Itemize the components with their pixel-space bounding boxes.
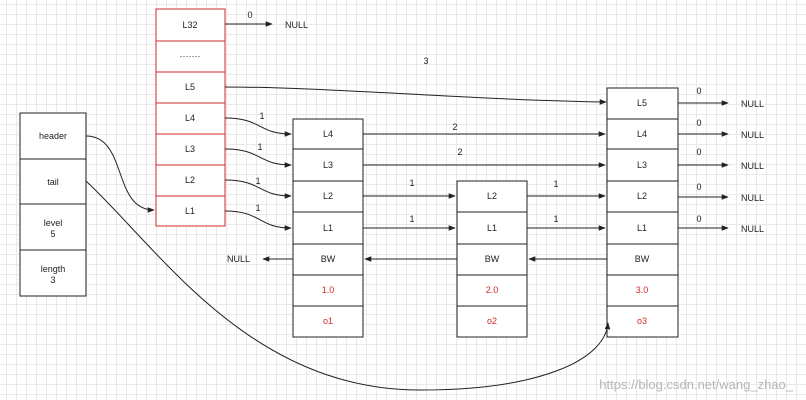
length-field-value: 3	[50, 275, 55, 285]
span-label: 1	[255, 176, 260, 186]
span-label: 0	[696, 118, 701, 128]
node-o2-level-l1	[456, 211, 528, 245]
null-label: NULL	[741, 161, 764, 171]
node-o3-level-l1	[606, 211, 679, 245]
zskiplist-struct: header tail level 5 length 3	[19, 112, 87, 297]
span-label: 1	[553, 179, 558, 189]
span-label: 3	[423, 56, 428, 66]
obj-value: o3	[637, 316, 647, 326]
header-node: L32 ······· L5 L4 L3 L2 L1	[155, 8, 226, 227]
span-label: 1	[553, 214, 558, 224]
forward-arrow-l4	[224, 117, 292, 137]
header-level-l32	[155, 8, 226, 42]
header-level-label: L4	[185, 113, 195, 123]
level-label: L4	[323, 129, 333, 139]
score-value: 2.0	[486, 285, 499, 295]
node-o1-level-l3	[292, 148, 364, 182]
level-label: L2	[637, 191, 647, 201]
node-o3-level-l3	[606, 148, 679, 182]
forward-arrow-l5	[224, 86, 607, 105]
node-o3-level-l2	[606, 180, 679, 213]
span-label: 0	[247, 10, 252, 20]
node-o1-level-l4	[292, 118, 364, 150]
level-label: L2	[323, 191, 333, 201]
span-label: 0	[696, 182, 701, 192]
node-o3-score-cell	[606, 274, 679, 307]
null-label: NULL	[741, 224, 764, 234]
node-o3: L5 L4 L3 L2 L1 BW 3.0 o3	[606, 87, 679, 338]
span-label: 2	[457, 147, 462, 157]
node-o3-level-l5	[606, 87, 679, 120]
length-field-label: length	[41, 264, 66, 274]
span-label: 0	[696, 147, 701, 157]
header-level-l1	[155, 195, 226, 227]
score-value: 3.0	[636, 285, 649, 295]
header-field-label: header	[39, 131, 67, 141]
null-label: NULL	[741, 99, 764, 109]
header-level-label: L1	[185, 206, 195, 216]
obj-value: o2	[487, 316, 497, 326]
node-o2-level-l2	[456, 180, 528, 213]
header-level-label: L5	[185, 82, 195, 92]
header-level-label: L32	[182, 20, 197, 30]
level-label: L1	[487, 223, 497, 233]
level-label: L1	[323, 223, 333, 233]
null-label: NULL	[741, 130, 764, 140]
span-label: 0	[696, 86, 701, 96]
node-o2-obj-cell	[456, 305, 528, 338]
node-o1-level-l1	[292, 211, 364, 245]
tail-pointer-arrow	[85, 180, 611, 391]
backward-label: BW	[635, 254, 650, 264]
span-label: 1	[409, 214, 414, 224]
obj-value: o1	[323, 316, 333, 326]
node-o1-obj-cell	[292, 305, 364, 338]
header-level-label: ·······	[180, 51, 201, 61]
span-label: 1	[255, 203, 260, 213]
level-label: L3	[637, 160, 647, 170]
level-label: L1	[637, 223, 647, 233]
level-label: L2	[487, 191, 497, 201]
header-level-ellipsis	[155, 40, 226, 73]
span-label: 1	[409, 178, 414, 188]
node-o3-backward	[606, 243, 679, 276]
node-o2: L2 L1 BW 2.0 o2	[456, 180, 528, 338]
level-label: L4	[637, 129, 647, 139]
level-field-value: 5	[50, 229, 55, 239]
null-label: NULL	[741, 193, 764, 203]
node-o2-backward	[456, 243, 528, 276]
header-level-label: L3	[185, 144, 195, 154]
score-value: 1.0	[322, 285, 335, 295]
header-pointer-arrow	[85, 135, 155, 213]
level-label: L5	[637, 98, 647, 108]
node-o2-score-cell	[456, 274, 528, 307]
span-label: 1	[257, 142, 262, 152]
node-o3-obj-cell	[606, 305, 679, 338]
null-label: NULL	[227, 254, 250, 264]
watermark-text: https://blog.csdn.net/wang_zhao_	[599, 377, 793, 392]
level-field-label: level	[44, 218, 63, 228]
node-o1: L4 L3 L2 L1 BW 1.0 o1	[292, 118, 364, 338]
forward-arrow-l3	[224, 148, 292, 168]
forward-arrow-l1	[224, 210, 292, 231]
span-label: 2	[452, 122, 457, 132]
node-o3-level-l4	[606, 118, 679, 150]
forward-arrow-l2	[224, 179, 292, 199]
node-o1-score-cell	[292, 274, 364, 307]
header-level-label: L2	[185, 175, 195, 185]
tail-field-label: tail	[47, 177, 59, 187]
backward-label: BW	[485, 254, 500, 264]
null-label: NULL	[285, 20, 308, 30]
span-label: 1	[259, 111, 264, 121]
level-label: L3	[323, 160, 333, 170]
span-label: 0	[696, 214, 701, 224]
backward-label: BW	[321, 254, 336, 264]
